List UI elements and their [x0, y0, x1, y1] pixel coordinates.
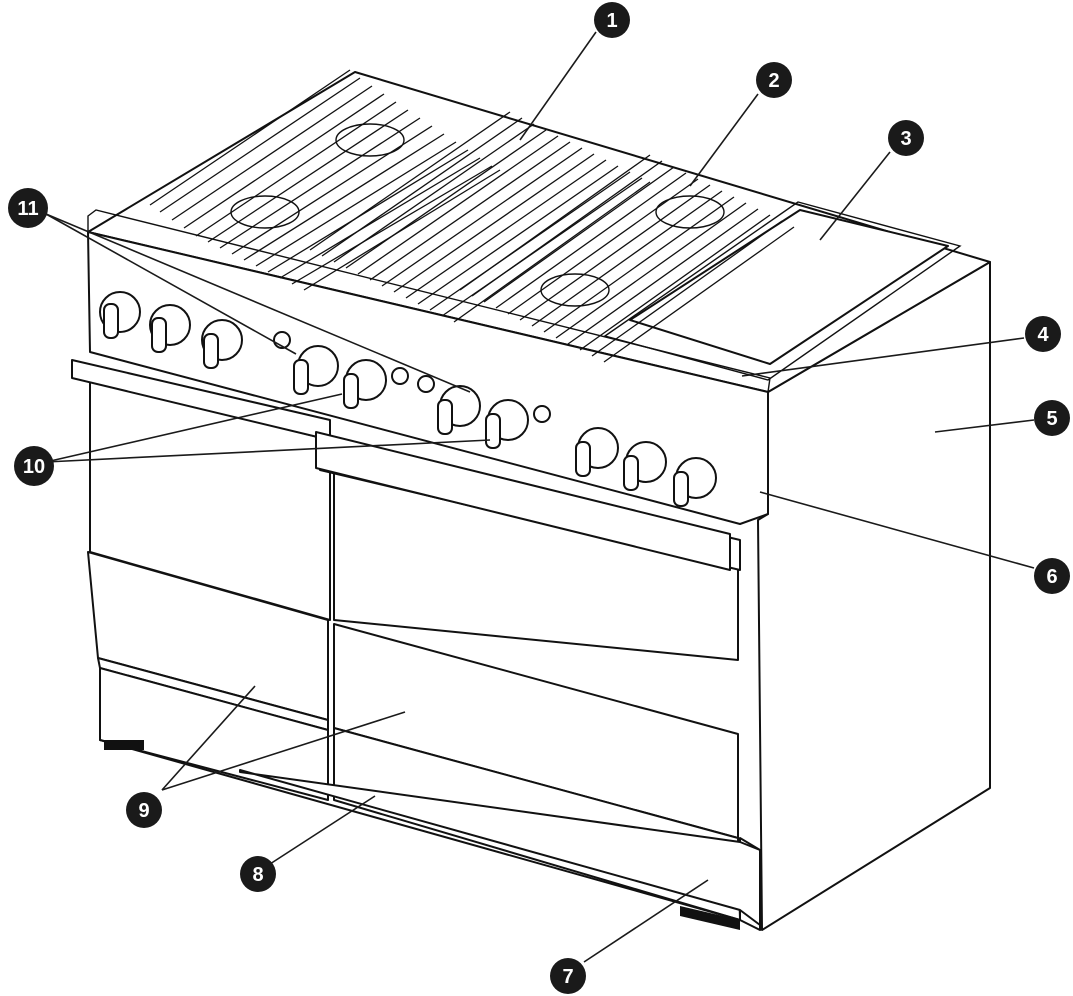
callout-1: 1	[594, 2, 630, 38]
callout-9: 9	[126, 792, 162, 828]
svg-text:11: 11	[17, 198, 38, 220]
right-front-burner	[540, 273, 610, 307]
knob	[575, 427, 619, 477]
knob	[343, 359, 387, 409]
indicator-light	[417, 375, 435, 393]
leader-9a	[161, 685, 256, 791]
toe-kick-front	[239, 769, 761, 926]
callout-badges: 1 2 3 4 5 6 7 8	[8, 2, 1070, 994]
knob	[293, 345, 339, 395]
front-right-foot	[680, 906, 740, 930]
callout-5: 5	[1034, 400, 1070, 436]
knob	[149, 304, 191, 353]
left-toe-kick	[99, 667, 329, 801]
callout-11: 11	[8, 188, 48, 228]
svg-text:3: 3	[900, 128, 911, 150]
svg-text:1: 1	[606, 10, 617, 32]
leader-7	[583, 879, 709, 963]
knob	[437, 385, 481, 435]
left-rear-burner	[335, 123, 405, 157]
leader-3	[819, 151, 891, 241]
callout-6: 6	[1034, 558, 1070, 594]
leader-8	[269, 795, 376, 865]
left-front-burner	[230, 195, 300, 229]
left-burner-grates	[149, 69, 501, 291]
front-left-foot	[104, 740, 144, 750]
leader-6	[759, 491, 1035, 569]
griddle-lip	[603, 201, 962, 381]
leader-4	[741, 337, 1025, 377]
right-oven-handle	[315, 431, 731, 571]
svg-text:8: 8	[252, 864, 263, 886]
callout-3: 3	[888, 120, 924, 156]
svg-text:5: 5	[1046, 408, 1057, 430]
callout-10: 10	[14, 446, 54, 486]
callout-7: 7	[550, 958, 586, 994]
knob	[99, 291, 141, 339]
leader-11b	[45, 213, 471, 393]
callout-2: 2	[756, 62, 792, 98]
svg-text:7: 7	[562, 966, 573, 988]
leader-10b	[45, 439, 491, 463]
right-rear-burner	[655, 195, 725, 229]
knob	[485, 399, 529, 449]
svg-text:9: 9	[138, 800, 149, 822]
range-illustration	[71, 69, 991, 931]
leader-9b	[161, 711, 406, 791]
indicator-light	[533, 405, 551, 423]
svg-text:6: 6	[1046, 566, 1057, 588]
leader-1	[519, 31, 597, 141]
griddle-plate	[629, 209, 949, 365]
knob	[201, 319, 243, 369]
callout-8: 8	[240, 856, 276, 892]
knob	[623, 441, 667, 491]
svg-text:2: 2	[768, 70, 779, 92]
knob	[673, 457, 717, 507]
leader-11a	[45, 213, 297, 355]
leader-2	[689, 93, 759, 187]
right-burner-grates	[459, 154, 795, 363]
backguard-strip	[87, 209, 771, 393]
leader-10a	[45, 393, 343, 463]
callout-4: 4	[1025, 316, 1061, 352]
leader-5	[934, 419, 1035, 433]
svg-text:4: 4	[1037, 324, 1049, 346]
control-knobs	[99, 291, 717, 507]
svg-text:10: 10	[23, 456, 45, 478]
indicator-light	[391, 367, 409, 385]
leader-lines	[45, 31, 1035, 963]
